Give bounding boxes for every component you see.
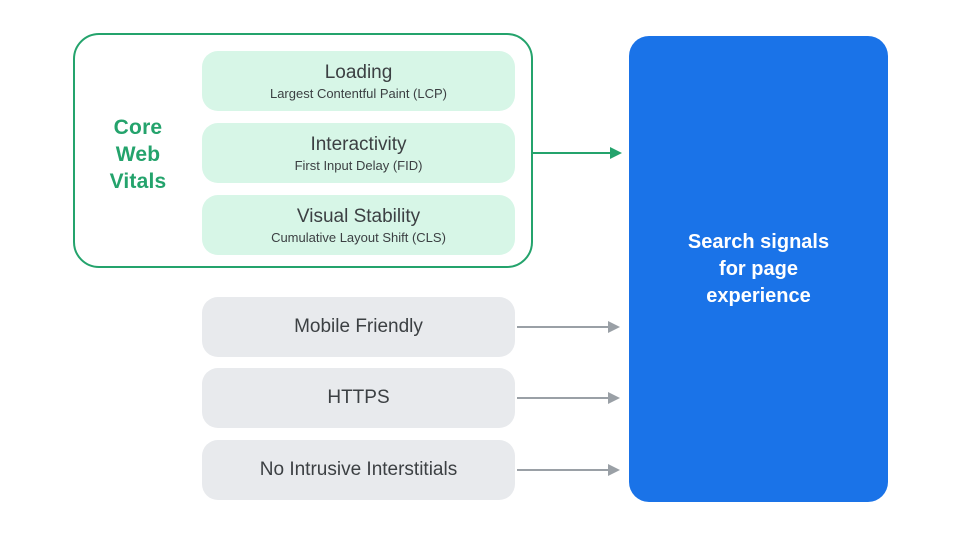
core-web-vitals-label: Core Web Vitals bbox=[109, 116, 167, 193]
arrow-no-intrusive-interstitials bbox=[517, 464, 620, 476]
arrow-shaft bbox=[517, 326, 611, 328]
vital-title-interactivity: Interactivity bbox=[310, 133, 407, 155]
vital-title-loading: Loading bbox=[324, 61, 393, 83]
vital-subtitle-lcp: Largest Contentful Paint (LCP) bbox=[269, 85, 448, 101]
arrow-mobile-friendly bbox=[517, 321, 620, 333]
arrow-shaft bbox=[533, 152, 613, 154]
arrowhead-icon bbox=[610, 147, 622, 159]
arrowhead-icon bbox=[608, 464, 620, 476]
vital-subtitle-fid: First Input Delay (FID) bbox=[294, 157, 423, 173]
arrow-shaft bbox=[517, 469, 611, 471]
signal-card-no-intrusive-interstitials: No Intrusive Interstitials bbox=[202, 440, 515, 500]
vital-card-visual-stability: Visual Stability Cumulative Layout Shift… bbox=[202, 195, 515, 255]
vital-card-loading: Loading Largest Contentful Paint (LCP) bbox=[202, 51, 515, 111]
signal-card-mobile-friendly: Mobile Friendly bbox=[202, 297, 515, 357]
arrow-core-web-vitals bbox=[533, 147, 622, 159]
search-signals-box: Search signals for page experience bbox=[629, 36, 888, 502]
vital-subtitle-cls: Cumulative Layout Shift (CLS) bbox=[271, 229, 446, 245]
arrowhead-icon bbox=[608, 392, 620, 404]
arrow-shaft bbox=[517, 397, 611, 399]
vital-title-visual-stability: Visual Stability bbox=[296, 205, 421, 227]
vital-card-interactivity: Interactivity First Input Delay (FID) bbox=[202, 123, 515, 183]
arrowhead-icon bbox=[608, 321, 620, 333]
search-signals-label: Search signals for page experience bbox=[687, 230, 830, 307]
arrow-https bbox=[517, 392, 620, 404]
signal-card-https: HTTPS bbox=[202, 368, 515, 428]
